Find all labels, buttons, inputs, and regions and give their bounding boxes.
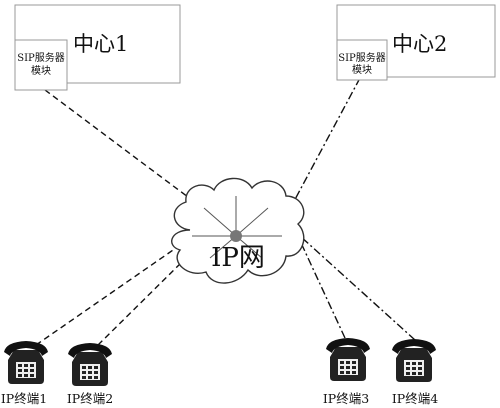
link-terminal3-to-network — [301, 244, 346, 339]
link-terminal2-to-network — [97, 257, 187, 346]
ip-terminal-1: IP终端1 — [1, 341, 48, 406]
connection-lines — [35, 77, 416, 346]
terminal-2-label: IP终端2 — [67, 391, 113, 406]
sip-module-label-2a: SIP服务器 — [338, 51, 386, 64]
link-terminal1-to-network — [35, 247, 177, 346]
link-terminal4-to-network — [299, 235, 416, 341]
center-1-title: 中心1 — [73, 32, 128, 56]
center-2-title: 中心2 — [392, 32, 447, 56]
network-hub-node — [230, 230, 242, 242]
sip-server-module-2 — [336, 39, 388, 81]
terminal-1-label: IP终端1 — [1, 391, 47, 406]
phone-icon — [68, 343, 112, 386]
sip-module-label-2b: 模块 — [352, 64, 372, 76]
ip-network-cloud: IP网 — [171, 177, 305, 284]
link-center2-to-network — [291, 77, 361, 206]
center-2: SIP服务器 模块 中心2 — [336, 4, 496, 81]
ip-terminal-3: IP终端3 — [323, 338, 370, 406]
sip-server-module-1 — [14, 39, 68, 91]
phone-icon — [392, 339, 436, 382]
terminal-3-label: IP终端3 — [323, 391, 369, 406]
center-1: SIP服务器 模块 中心1 — [14, 4, 181, 91]
sip-module-label-1a: SIP服务器 — [17, 51, 65, 64]
sip-module-label-1b: 模块 — [31, 65, 51, 77]
ip-terminal-2: IP终端2 — [67, 343, 113, 406]
phone-icon — [4, 341, 48, 384]
link-center1-to-network — [44, 89, 209, 213]
ip-terminal-4: IP终端4 — [392, 339, 438, 406]
phone-icon — [326, 338, 370, 381]
terminal-4-label: IP终端4 — [392, 391, 438, 406]
network-label: IP网 — [211, 243, 265, 273]
